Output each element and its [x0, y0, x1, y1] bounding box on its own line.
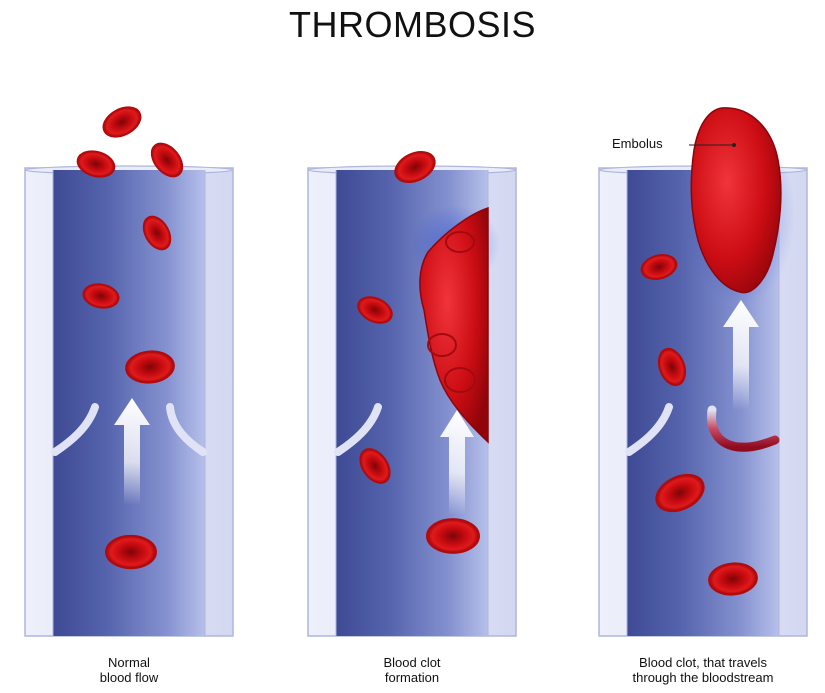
caption-clot-formation: Blood clot formation: [312, 655, 512, 685]
embolus-label: Embolus: [612, 136, 663, 151]
panel-embolus: [599, 108, 807, 636]
caption-embolus: Blood clot, that travels through the blo…: [593, 655, 813, 685]
caption-line: Blood clot, that travels: [593, 655, 813, 670]
red-blood-cell: [106, 536, 156, 569]
caption-normal-flow: Normal blood flow: [29, 655, 229, 685]
red-blood-cell: [98, 101, 146, 143]
caption-line: Blood clot: [312, 655, 512, 670]
caption-line: formation: [312, 670, 512, 685]
red-blood-cell: [427, 519, 479, 553]
caption-line: Normal: [29, 655, 229, 670]
caption-line: through the bloodstream: [593, 670, 813, 685]
caption-line: blood flow: [29, 670, 229, 685]
panel-normal-flow: [25, 101, 233, 636]
panel-clot-formation: [308, 146, 516, 636]
